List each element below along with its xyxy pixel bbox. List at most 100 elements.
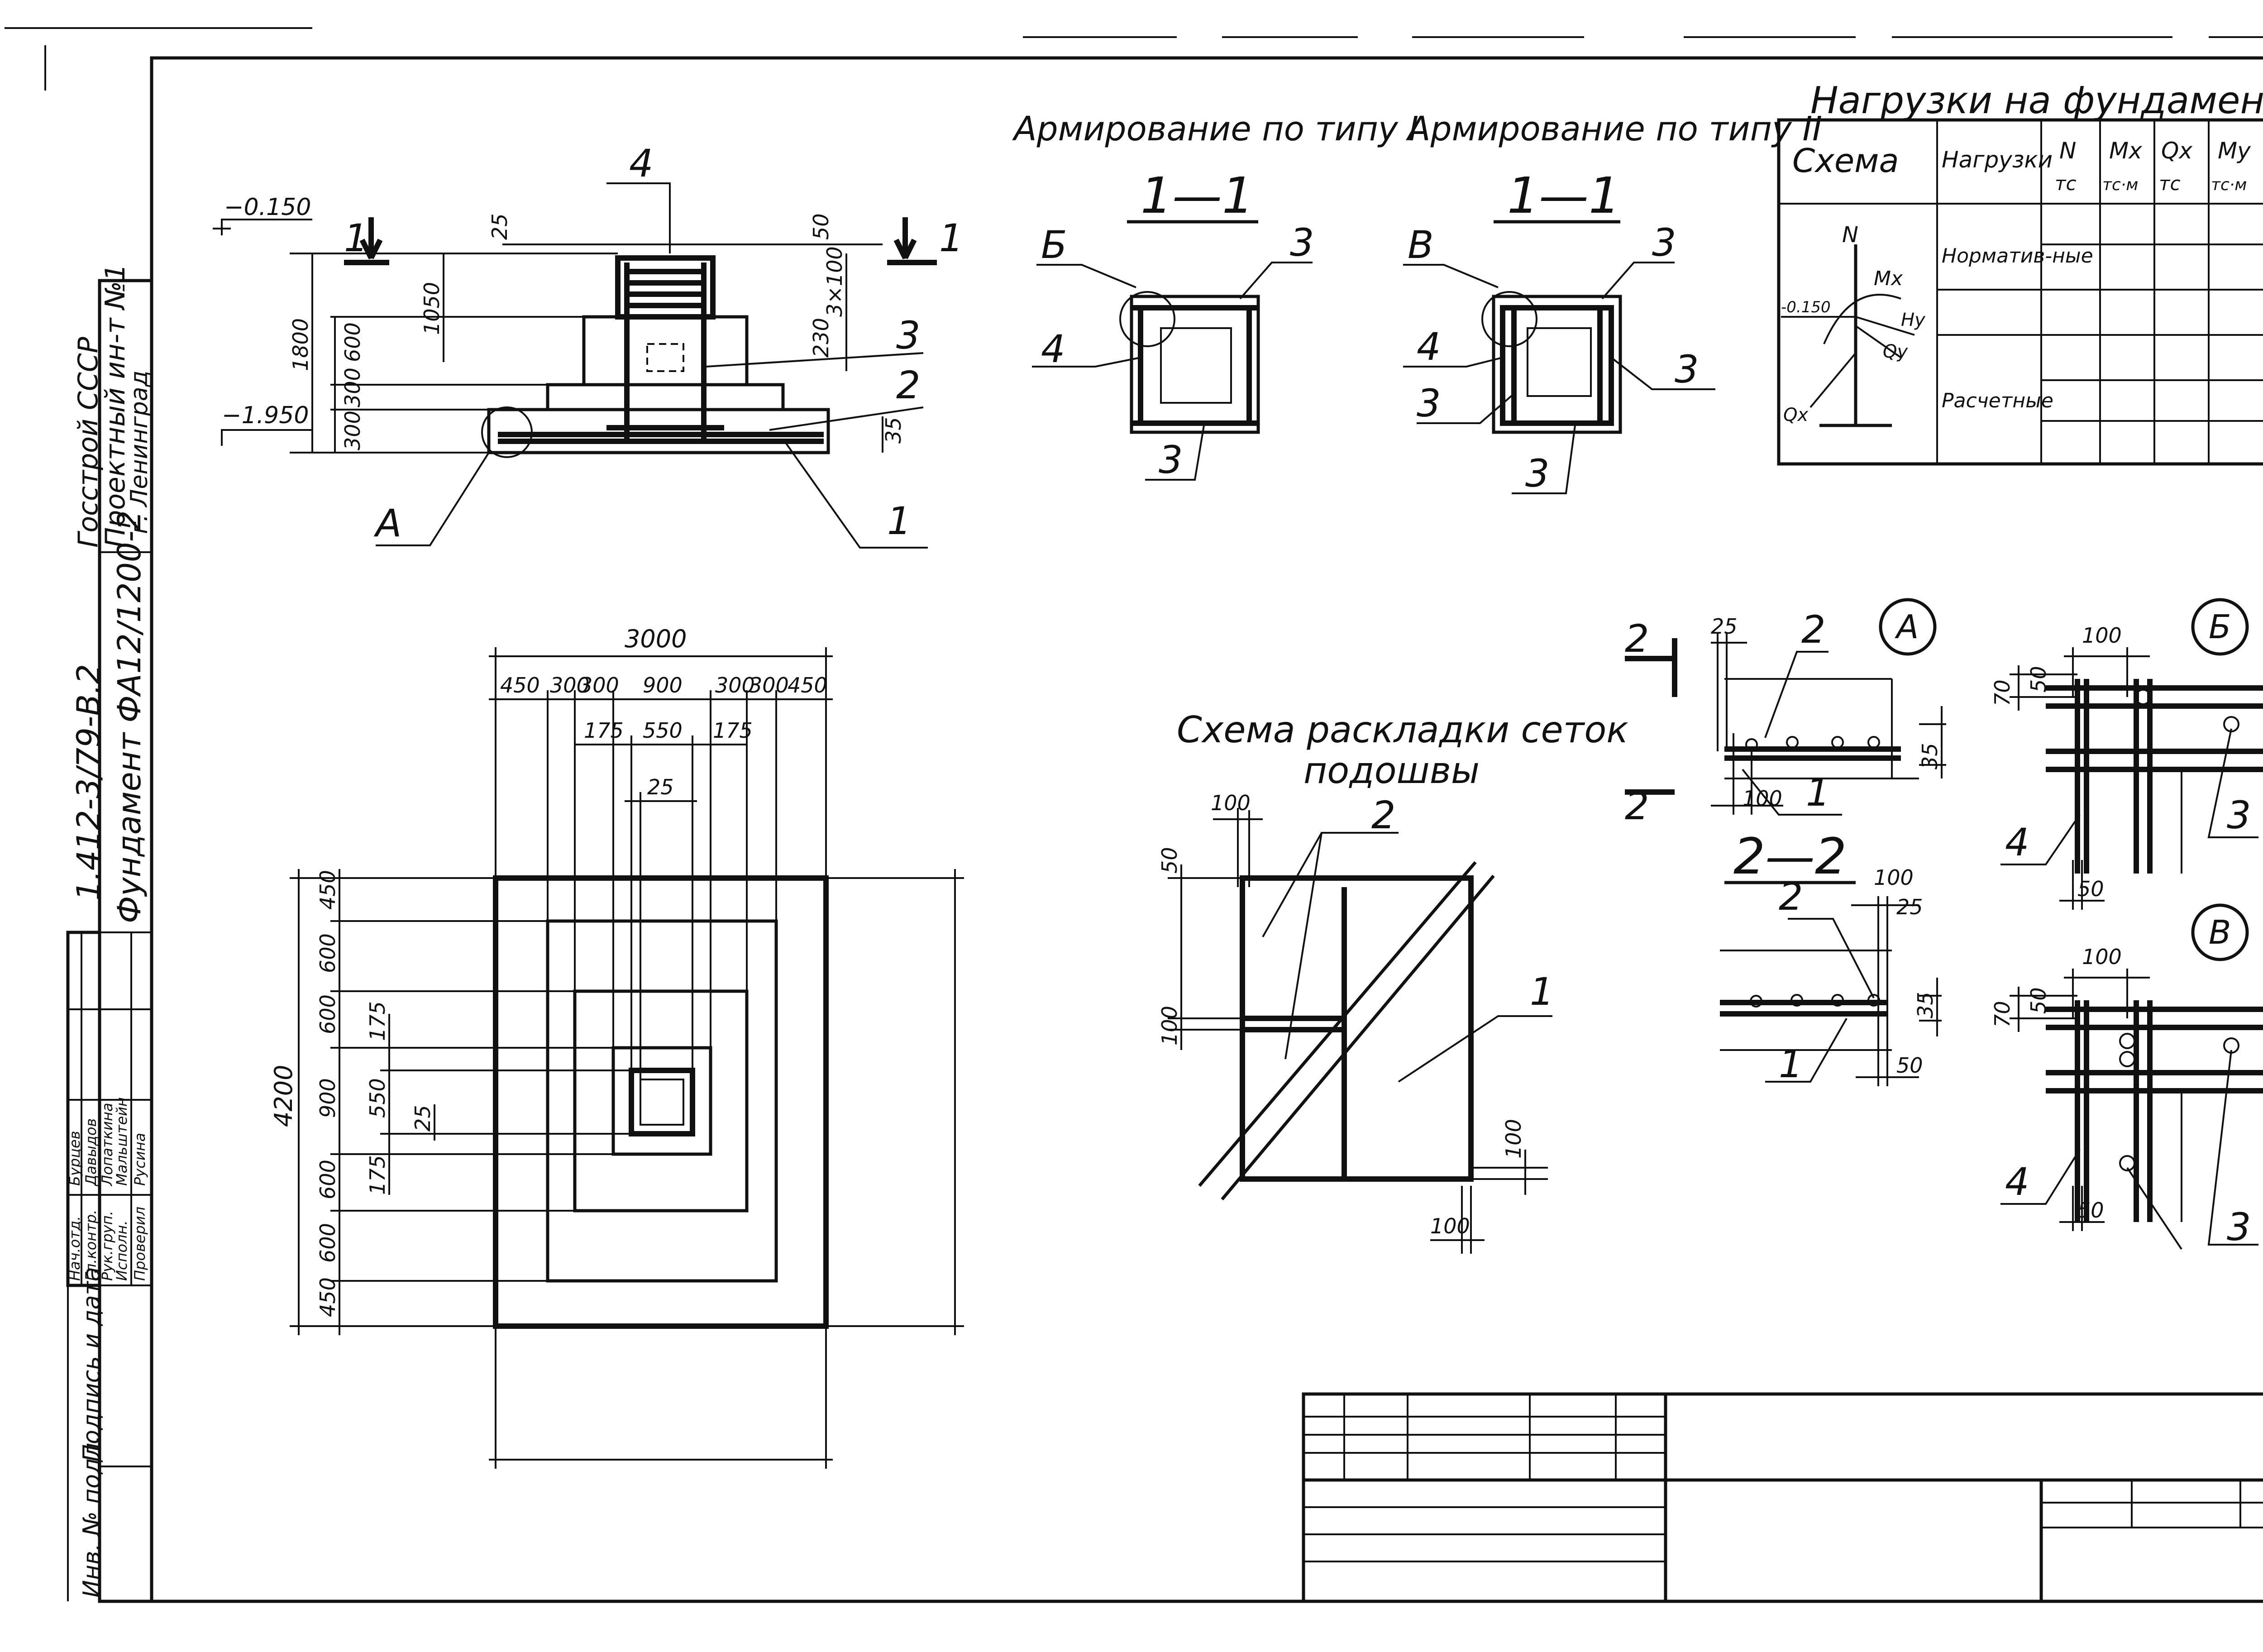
detailV-dim-50b: 50 xyxy=(2077,1198,2104,1222)
mesh-dim-100-left: 100 xyxy=(1157,1006,1182,1046)
detailA-callout: А xyxy=(1895,608,1919,646)
mesh-title-2: подошвы xyxy=(1303,750,1480,792)
detailA-label-1: 1 xyxy=(1806,770,1830,815)
detailV-label-3: 3 xyxy=(2227,1205,2251,1249)
leader-2: 2 xyxy=(896,363,920,407)
detail-A: А 2 2 25 35 100 2 1 xyxy=(1625,598,1946,828)
loads-title: Нагрузки на фундамент xyxy=(1810,79,2263,122)
col-My-unit: тс·м xyxy=(2211,176,2247,194)
sec2-label-4: 4 xyxy=(1417,325,1441,369)
level-top: −0.150 xyxy=(224,194,311,221)
scheme-N: N xyxy=(1842,222,1858,248)
detailB-dim-100: 100 xyxy=(2082,623,2122,648)
sec11-type2: 1—1 xyxy=(1507,167,1620,224)
plan-inner-175a: 175 xyxy=(365,1001,390,1041)
stamp-org-3: г. Ленинград xyxy=(126,371,153,534)
col-Qx: Qx xyxy=(2161,138,2192,164)
col-N: N xyxy=(2059,138,2076,164)
detail-B: Б 100 70 50 50 4 3 xyxy=(1990,598,2263,910)
detailA-dim-100: 100 xyxy=(1743,786,1782,811)
col-My: My xyxy=(2218,138,2251,164)
detailV-dim-50a: 50 xyxy=(2026,987,2051,1014)
plan-view: 3000 450 300 300 900 300 300 450 175 550… xyxy=(269,625,964,1469)
sec2-label-3a: 3 xyxy=(1652,220,1676,265)
row-design: Расчетные xyxy=(1942,389,2053,412)
detailV-dim-100: 100 xyxy=(2082,945,2122,969)
mesh-label-2: 2 xyxy=(1371,793,1395,837)
sec1-label-3b: 3 xyxy=(1159,438,1183,482)
section-type2: В 3 4 3 3 3 xyxy=(1403,220,1715,496)
title-block xyxy=(1302,1392,2263,1603)
dim-230: 230 xyxy=(809,318,833,358)
sec2-label-3c: 3 xyxy=(1675,347,1699,392)
col-Mx: Mx xyxy=(2109,138,2142,164)
dim-1800: 1800 xyxy=(288,318,313,371)
detailB-dim-50a: 50 xyxy=(2026,666,2051,692)
mesh-dim-100-right: 100 xyxy=(1501,1119,1526,1159)
col-Mx-unit: тс·м xyxy=(2102,176,2138,194)
mesh-dim-50: 50 xyxy=(1157,847,1182,874)
elevation-view: −0.150 −1.950 1 1 1800 xyxy=(213,141,963,549)
stamp-text: Госстрой СССР Проектный ин-т №1 г. Ленин… xyxy=(66,264,153,1598)
plan-w-550: 550 xyxy=(643,718,683,743)
stamp-doc-code: 1.412-3/79-В.2 xyxy=(70,664,107,901)
detailV-dim-70: 70 xyxy=(1990,1001,2015,1027)
sec22-label-1: 1 xyxy=(1779,1042,1803,1086)
stamp-org-2: Проектный ин-т №1 xyxy=(100,264,131,548)
sec22-dim-100: 100 xyxy=(1874,865,1914,890)
plan-h-6: 600 xyxy=(315,1223,340,1263)
leader-1: 1 xyxy=(887,499,911,543)
detailB-callout: Б xyxy=(2209,608,2231,646)
leader-A: А xyxy=(373,501,401,545)
section-mark-right: 1 xyxy=(939,216,963,260)
dim-3x100: 3×100 xyxy=(822,246,847,317)
stamp-strip xyxy=(66,279,153,1603)
scheme-Mx: Mx xyxy=(1874,267,1903,290)
plan-w-5: 300 xyxy=(715,673,755,697)
scheme-Hy: Hy xyxy=(1901,310,1926,330)
sec1-label-4: 4 xyxy=(1041,327,1065,371)
stamp-doc-title: Фундамент ФА12/1200-2 xyxy=(111,511,148,923)
leader-3: 3 xyxy=(896,313,920,358)
detailB-dim-50b: 50 xyxy=(2077,877,2104,901)
scheme-Qx: Qx xyxy=(1783,405,1808,425)
stamp-name-1: Бурцев xyxy=(66,1131,83,1186)
stamp-signature-date: Подпись и дата xyxy=(78,1267,105,1462)
title-type1: Армирование по типу I xyxy=(1012,110,1418,148)
dim-300b: 300 xyxy=(340,411,365,450)
plan-w-175b: 175 xyxy=(713,718,753,743)
detailA-dim-35: 35 xyxy=(1918,743,1942,769)
detailA-section-top: 2 xyxy=(1625,616,1649,661)
scheme-level: -0.150 xyxy=(1781,298,1831,316)
stamp-name-3: Лопаткина xyxy=(99,1103,116,1186)
mesh-label-1: 1 xyxy=(1530,969,1554,1014)
plan-h-5: 600 xyxy=(315,1160,340,1199)
sec2-label-3b: 3 xyxy=(1417,381,1441,425)
plan-overall-height: 4200 xyxy=(269,1065,298,1127)
sec22-dim-25: 25 xyxy=(1896,895,1923,919)
sec22-dim-35: 35 xyxy=(1913,992,1938,1018)
loads-table: Нагрузки на фундамент Схема Нагрузки N т… xyxy=(1777,79,2263,466)
stamp-role-1: Нач.отд. xyxy=(66,1216,83,1281)
plan-w-175a: 175 xyxy=(584,718,624,743)
detailB-label-4: 4 xyxy=(2005,820,2029,864)
dim-35: 35 xyxy=(881,417,906,444)
stamp-role-4: Исполн. xyxy=(113,1220,130,1281)
stamp-role-5: Проверил xyxy=(131,1207,148,1281)
detail-V: В 100 70 50 50 4 3 xyxy=(1990,903,2263,1250)
plan-w-4: 900 xyxy=(643,673,683,697)
sec22-label-2: 2 xyxy=(1779,874,1803,919)
col-N-unit: тс xyxy=(2055,172,2077,195)
sec1-label-3a: 3 xyxy=(1290,220,1314,265)
plan-w-2: 300 xyxy=(550,673,590,697)
plan-inner-175b: 175 xyxy=(365,1155,390,1195)
plan-overall-width: 3000 xyxy=(625,625,687,653)
sec11-type1: 1—1 xyxy=(1141,167,1254,224)
plan-w-6: 300 xyxy=(749,673,789,697)
detailA-label-2: 2 xyxy=(1801,607,1825,652)
mesh-title-1: Схема раскладки сеток xyxy=(1177,709,1628,751)
col-Qx-unit: тс xyxy=(2159,172,2181,195)
plan-w-3: 300 xyxy=(579,673,619,697)
stamp-inventory: Инв. № подл. xyxy=(78,1435,105,1598)
